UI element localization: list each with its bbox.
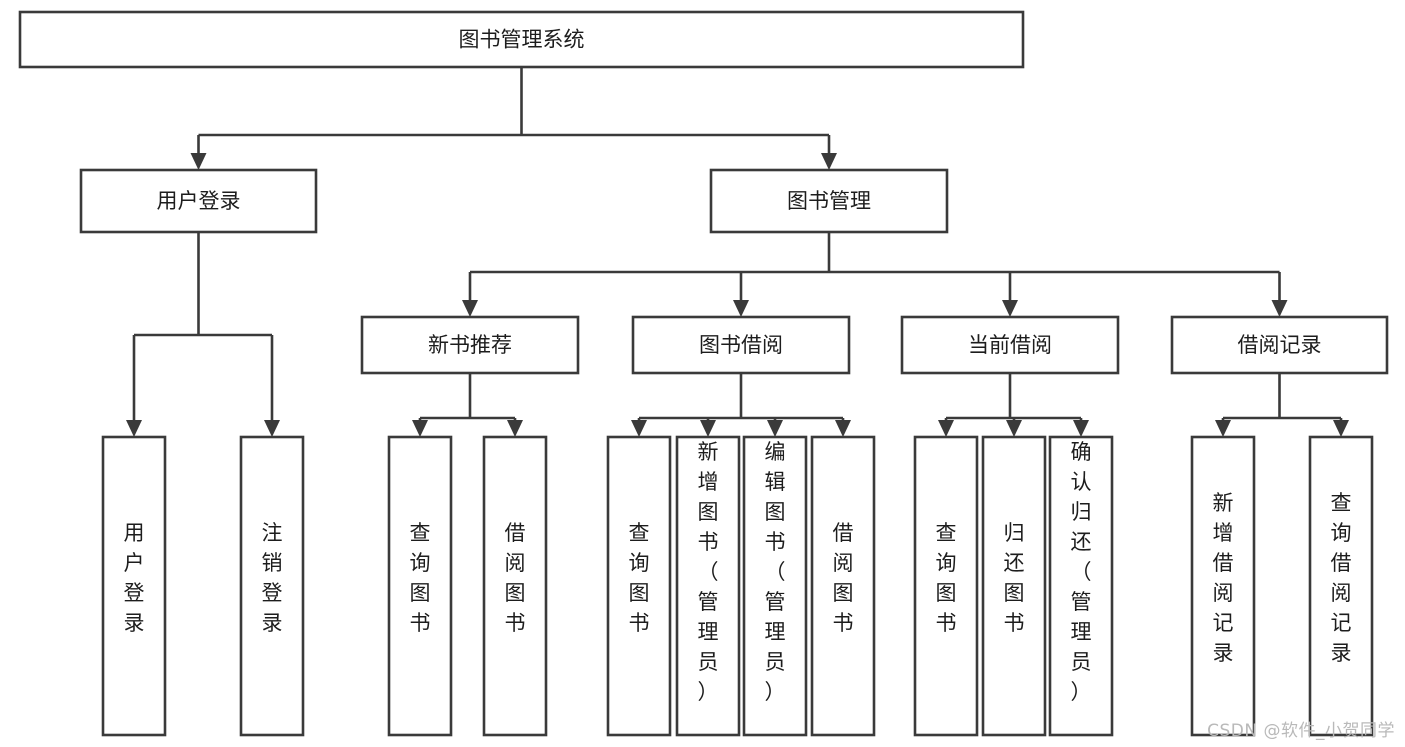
node-box-book-manage (709, 168, 949, 234)
node-book-borrow[interactable]: 图书借阅 (631, 315, 851, 375)
node-label-leaf-query-borrow-record: 查询借阅记录 (1331, 491, 1352, 665)
node-label-leaf-edit-book: 编辑图书（管理员） (765, 440, 786, 704)
node-label-leaf-borrow-book-2: 借阅图书 (833, 521, 854, 635)
arrow-head-icon-book-manage (821, 153, 837, 170)
node-box-leaf-user-login (101, 435, 167, 737)
node-box-leaf-add-book (675, 435, 741, 737)
arrow-head-icon-leaf-edit-book (767, 420, 783, 437)
node-box-book-borrow (631, 315, 851, 375)
node-leaf-query-borrow-record[interactable]: 查询借阅记录 (1308, 435, 1374, 737)
node-label-book-manage: 图书管理 (787, 189, 871, 213)
arrow-head-icon-leaf-add-borrow-record (1215, 420, 1231, 437)
arrow-head-icon-leaf-borrow-book-2 (835, 420, 851, 437)
node-label-leaf-query-book-2: 查询图书 (629, 521, 650, 635)
arrow-head-icon-leaf-user-logout (264, 420, 280, 437)
node-leaf-edit-book[interactable]: 编辑图书（管理员） (742, 435, 808, 737)
node-label-leaf-add-book: 新增图书（管理员） (698, 440, 719, 704)
arrow-head-icon-current-borrow (1002, 300, 1018, 317)
node-label-leaf-confirm-return: 确认归还（管理员） (1071, 440, 1092, 704)
arrow-head-icon-new-book-recommend (462, 300, 478, 317)
node-box-leaf-query-borrow-record (1308, 435, 1374, 737)
node-leaf-return-book[interactable]: 归还图书 (981, 435, 1047, 737)
arrow-head-icon-leaf-query-book-1 (412, 420, 428, 437)
arrow-head-icon-leaf-borrow-book-1 (507, 420, 523, 437)
node-label-leaf-return-book: 归还图书 (1004, 521, 1025, 635)
node-label-user-login: 用户登录 (157, 189, 241, 213)
node-box-borrow-record (1170, 315, 1389, 375)
node-box-new-book-recommend (360, 315, 580, 375)
node-box-leaf-confirm-return (1048, 435, 1114, 737)
node-box-leaf-return-book (981, 435, 1047, 737)
node-label-new-book-recommend: 新书推荐 (428, 333, 512, 357)
node-user-login[interactable]: 用户登录 (79, 168, 318, 234)
node-label-leaf-query-book-1: 查询图书 (410, 521, 431, 635)
node-new-book-recommend[interactable]: 新书推荐 (360, 315, 580, 375)
node-leaf-user-login[interactable]: 用户登录 (101, 435, 167, 737)
node-leaf-borrow-book-2[interactable]: 借阅图书 (810, 435, 876, 737)
node-label-book-borrow: 图书借阅 (699, 333, 783, 357)
node-box-leaf-add-borrow-record (1190, 435, 1256, 737)
node-current-borrow[interactable]: 当前借阅 (900, 315, 1120, 375)
node-leaf-add-borrow-record[interactable]: 新增借阅记录 (1190, 435, 1256, 737)
connector-layer (126, 67, 1349, 437)
node-leaf-query-book-1[interactable]: 查询图书 (387, 435, 453, 737)
arrow-head-icon-book-borrow (733, 300, 749, 317)
node-box-leaf-edit-book (742, 435, 808, 737)
node-label-leaf-user-logout: 注销登录 (262, 521, 283, 635)
node-box-root (18, 10, 1025, 69)
node-label-root: 图书管理系统 (459, 28, 585, 52)
arrow-head-icon-leaf-query-book-2 (631, 420, 647, 437)
node-box-leaf-user-logout (239, 435, 305, 737)
node-box-leaf-borrow-book-2 (810, 435, 876, 737)
node-label-borrow-record: 借阅记录 (1238, 333, 1322, 357)
node-leaf-query-book-3[interactable]: 查询图书 (913, 435, 979, 737)
csdn-watermark: CSDN @软件_小贺同学 (1207, 721, 1395, 741)
node-box-leaf-borrow-book-1 (482, 435, 548, 737)
node-box-user-login (79, 168, 318, 234)
node-box-leaf-query-book-3 (913, 435, 979, 737)
node-leaf-borrow-book-1[interactable]: 借阅图书 (482, 435, 548, 737)
node-label-leaf-user-login: 用户登录 (124, 521, 145, 635)
arrow-head-icon-leaf-confirm-return (1073, 420, 1089, 437)
arrow-head-icon-user-login (190, 153, 207, 170)
node-box-leaf-query-book-1 (387, 435, 453, 737)
node-root[interactable]: 图书管理系统 (18, 10, 1025, 69)
arrow-head-icon-leaf-query-borrow-record (1333, 420, 1349, 437)
node-box-leaf-query-book-2 (606, 435, 672, 737)
node-label-current-borrow: 当前借阅 (968, 333, 1052, 357)
node-leaf-add-book[interactable]: 新增图书（管理员） (675, 435, 741, 737)
arrow-head-icon-leaf-query-book-3 (938, 420, 954, 437)
node-leaf-query-book-2[interactable]: 查询图书 (606, 435, 672, 737)
node-book-manage[interactable]: 图书管理 (709, 168, 949, 234)
node-label-leaf-borrow-book-1: 借阅图书 (505, 521, 526, 635)
arrow-head-icon-borrow-record (1271, 300, 1288, 317)
node-leaf-user-logout[interactable]: 注销登录 (239, 435, 305, 737)
node-layer: 图书管理系统用户登录图书管理新书推荐图书借阅当前借阅借阅记录用户登录注销登录查询… (18, 10, 1389, 737)
arrow-head-icon-leaf-return-book (1006, 420, 1022, 437)
node-box-current-borrow (900, 315, 1120, 375)
node-borrow-record[interactable]: 借阅记录 (1170, 315, 1389, 375)
node-label-leaf-query-book-3: 查询图书 (936, 521, 957, 635)
arrow-head-icon-leaf-add-book (700, 420, 716, 437)
node-label-leaf-add-borrow-record: 新增借阅记录 (1213, 491, 1234, 665)
arrow-head-icon-leaf-user-login (126, 420, 142, 437)
node-leaf-confirm-return[interactable]: 确认归还（管理员） (1048, 435, 1114, 737)
